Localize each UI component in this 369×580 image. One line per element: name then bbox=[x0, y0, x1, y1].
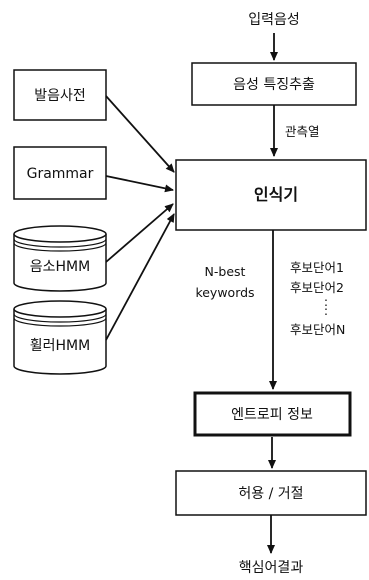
candidate-ellipsis-2: : bbox=[324, 303, 328, 318]
accept-reject-box bbox=[175, 470, 367, 516]
filler-hmm-label: 휠러HMM bbox=[30, 338, 90, 354]
pronunciation-dict-box bbox=[13, 69, 107, 121]
candidate-ellipsis: : bbox=[324, 294, 328, 309]
arrow-dict-to-recognizer bbox=[105, 95, 175, 173]
keyword-result-label: 핵심어결과 bbox=[239, 560, 304, 576]
recognizer-box bbox=[175, 159, 367, 231]
phoneme-hmm-label: 음소HMM bbox=[30, 259, 90, 275]
phoneme-hmm-cylinder bbox=[13, 225, 107, 292]
candidate-word-n: 후보단어N bbox=[290, 322, 345, 337]
grammar-label: Grammar bbox=[27, 166, 94, 182]
observation-sequence-label: 관측열 bbox=[285, 124, 320, 139]
candidate-word-2: 후보단어2 bbox=[290, 280, 344, 295]
nbest-label: N-best bbox=[205, 264, 246, 279]
arrow-phoneme-to-recognizer bbox=[105, 203, 174, 263]
entropy-info-box bbox=[193, 391, 352, 437]
accept-reject-label: 허용 / 거절 bbox=[238, 486, 303, 502]
candidate-word-1: 후보단어1 bbox=[290, 260, 344, 275]
input-speech-label: 입력음성 bbox=[248, 12, 300, 28]
recognizer-label: 인식기 bbox=[254, 185, 298, 204]
keywords-label: keywords bbox=[195, 285, 254, 300]
feature-extraction-label: 음성 특징추출 bbox=[233, 77, 315, 93]
grammar-box bbox=[13, 146, 107, 200]
entropy-info-label: 엔트로피 정보 bbox=[231, 407, 313, 423]
pronunciation-dict-label: 발음사전 bbox=[34, 88, 86, 104]
arrow-grammar-to-recognizer bbox=[105, 175, 174, 193]
arrow-filler-to-recognizer bbox=[105, 213, 175, 341]
filler-hmm-cylinder bbox=[13, 300, 107, 375]
